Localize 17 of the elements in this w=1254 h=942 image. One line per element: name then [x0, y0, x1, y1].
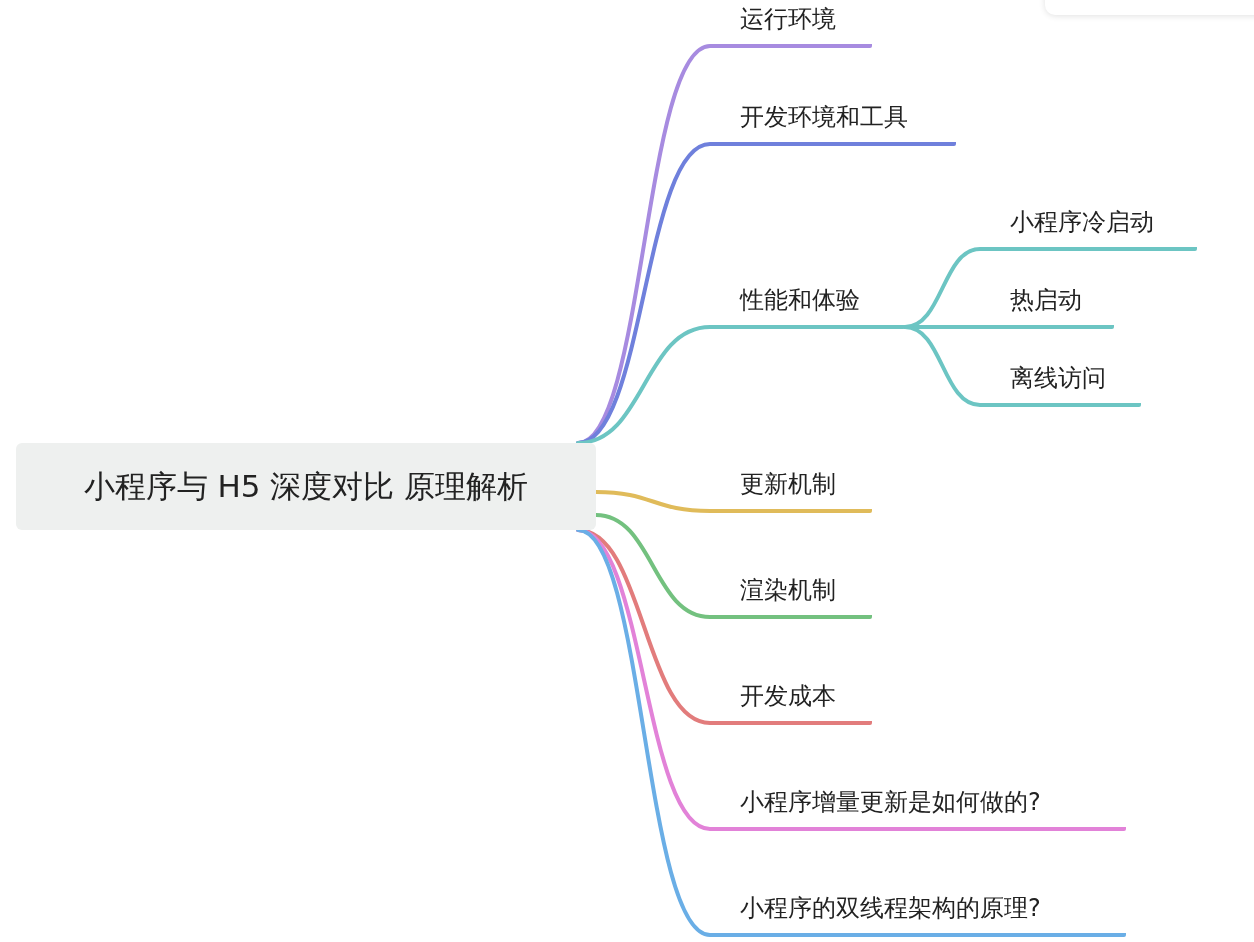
- topic-label: 开发成本: [710, 681, 872, 725]
- branch-line: [594, 490, 712, 513]
- topic-label: 运行环境: [710, 4, 872, 48]
- branch-line: [594, 513, 712, 619]
- branch-line: [576, 528, 712, 937]
- root-topic-box: 小程序与 H5 深度对比 原理解析: [16, 443, 596, 530]
- topic-label: 性能和体验: [710, 285, 905, 329]
- topic-label: 渲染机制: [710, 575, 872, 619]
- branch-line: [903, 325, 982, 407]
- topic-label: 更新机制: [710, 469, 872, 513]
- branch-line: [576, 325, 712, 445]
- topic-label: 热启动: [980, 285, 1114, 329]
- topic-label: 离线访问: [980, 363, 1141, 407]
- topic-label: 小程序增量更新是如何做的?: [710, 787, 1126, 831]
- topic-label: 开发环境和工具: [710, 102, 956, 146]
- topic-label: 小程序冷启动: [980, 207, 1197, 251]
- topic-label: 小程序的双线程架构的原理?: [710, 893, 1126, 937]
